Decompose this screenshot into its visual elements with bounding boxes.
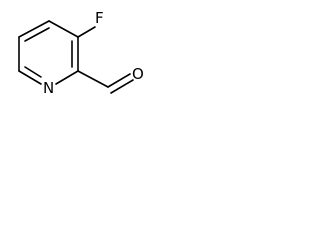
chemical-structure: F N O: [18, 9, 144, 97]
bond-c4-c5: [18, 20, 50, 38]
double-bond-c4-c5-inner: [24, 27, 50, 42]
aldehyde-group: [77, 70, 134, 94]
bond-cho-o-double: [110, 79, 134, 94]
bond-c3-c4: [48, 20, 79, 38]
bond-n1-c2: [55, 70, 79, 85]
nitrogen-label: N: [43, 79, 54, 97]
fluorine-label: F: [95, 9, 104, 27]
oxygen-label: O: [132, 65, 144, 83]
bond-c2-cho: [77, 70, 109, 88]
pyridine-ring: [18, 20, 79, 85]
bond-c3-f: [77, 26, 96, 38]
bond-c6-n1: [18, 70, 42, 85]
double-bond-c6-n1-inner: [24, 66, 42, 78]
bond-cho-o: [107, 73, 131, 88]
